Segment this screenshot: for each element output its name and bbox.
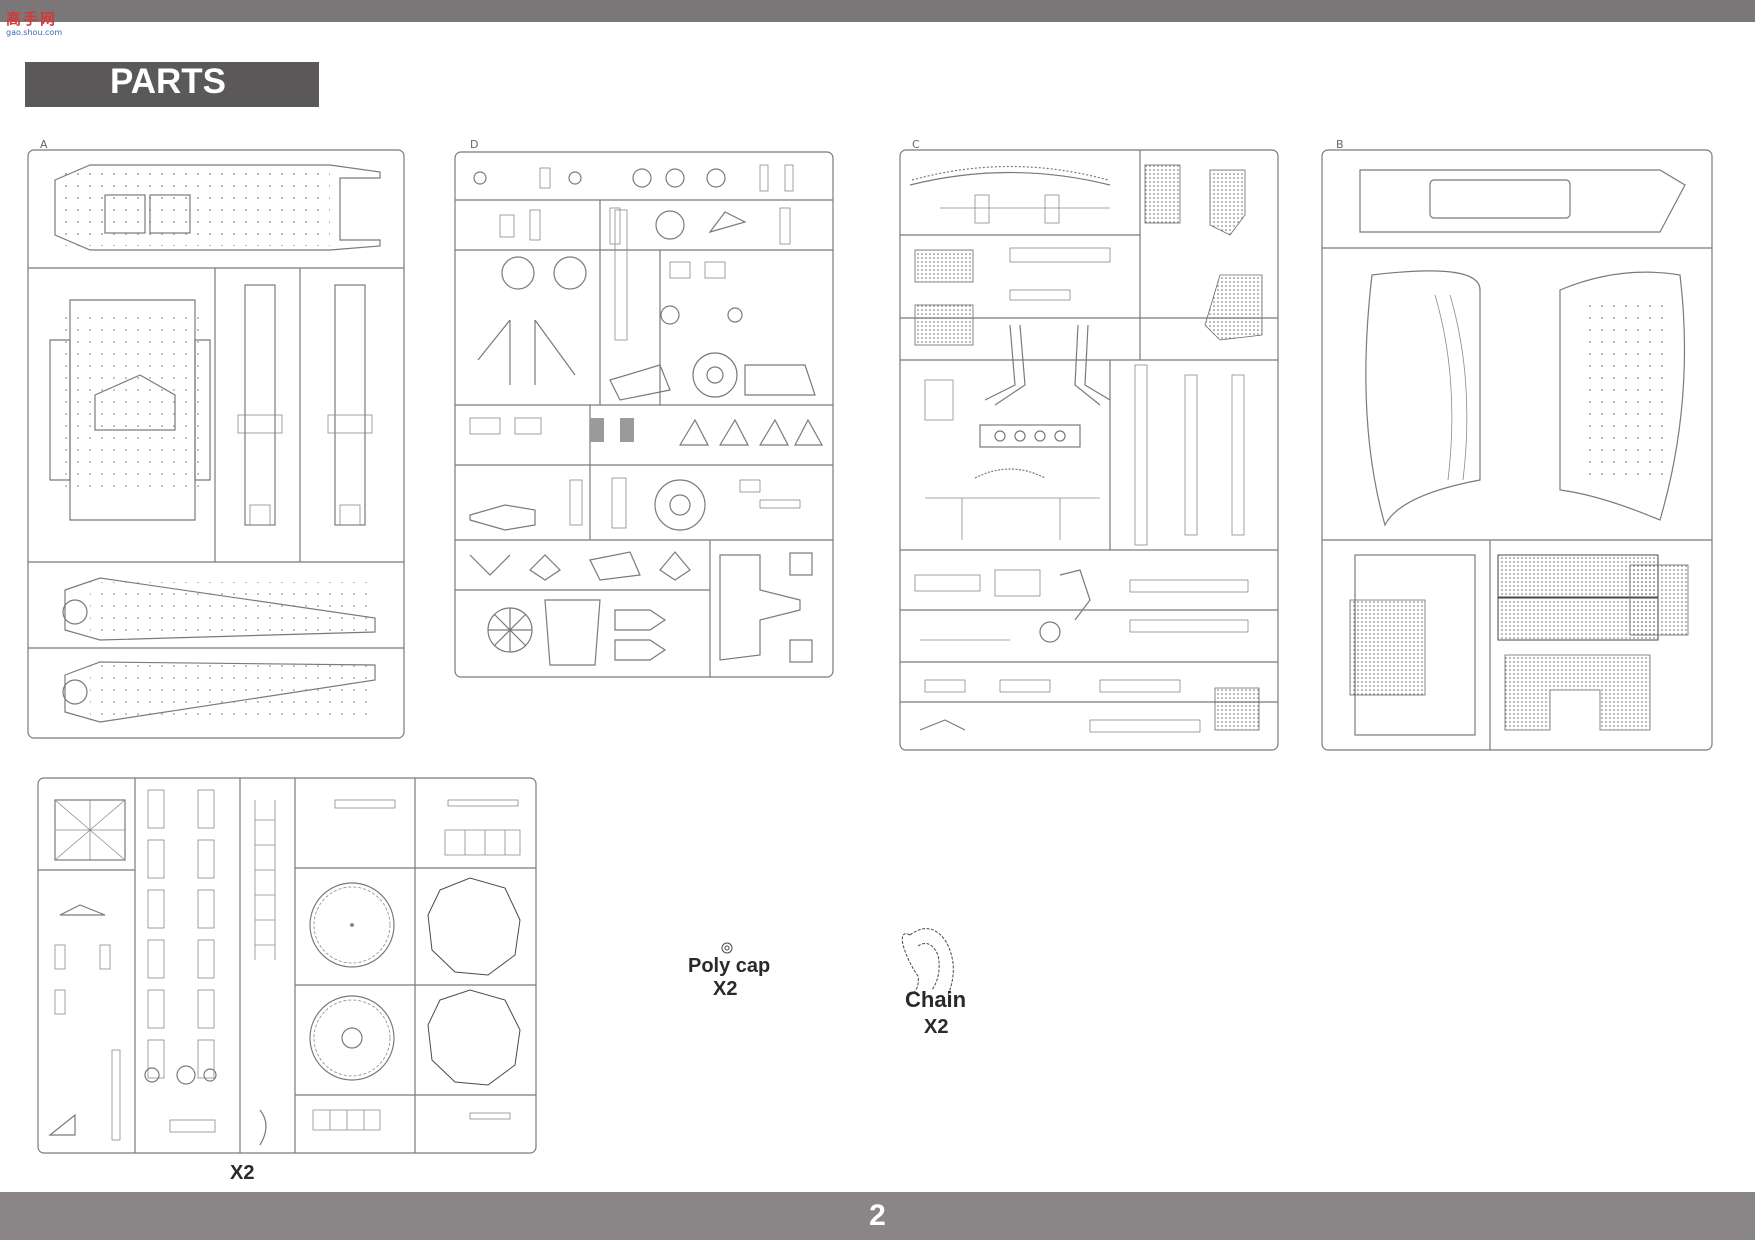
sprue-c: C [899, 138, 1279, 751]
sprue-x2-quantity: X2 [230, 1162, 255, 1184]
top-band [0, 0, 1755, 22]
sprue-d-letter: D [470, 138, 478, 151]
sprue-c-letter: C [912, 138, 920, 151]
sprue-b: B [1321, 138, 1713, 751]
watermark-logo: 高手网 gao.shou.com [6, 2, 70, 38]
sprue-a-letter: A [40, 138, 48, 151]
bottom-band [0, 1192, 1755, 1240]
watermark-url: gao.shou.com [6, 28, 63, 37]
sprue-b-letter: B [1336, 138, 1344, 151]
page-title-box: PARTS [25, 62, 319, 107]
chain-quantity: X2 [924, 1016, 949, 1038]
poly-cap-quantity: X2 [713, 978, 738, 1000]
sprue-d: D [454, 138, 834, 678]
poly-cap-label: Poly cap [688, 955, 771, 977]
page-number: 2 [869, 1199, 886, 1232]
chain-label: Chain [905, 987, 967, 1012]
chain-icon [901, 928, 954, 996]
watermark-text: 高手网 [6, 10, 58, 28]
poly-cap-icon [721, 942, 733, 954]
page-title: PARTS [110, 62, 227, 101]
sprue-x2 [37, 777, 537, 1154]
sprue-a: A [27, 138, 405, 739]
